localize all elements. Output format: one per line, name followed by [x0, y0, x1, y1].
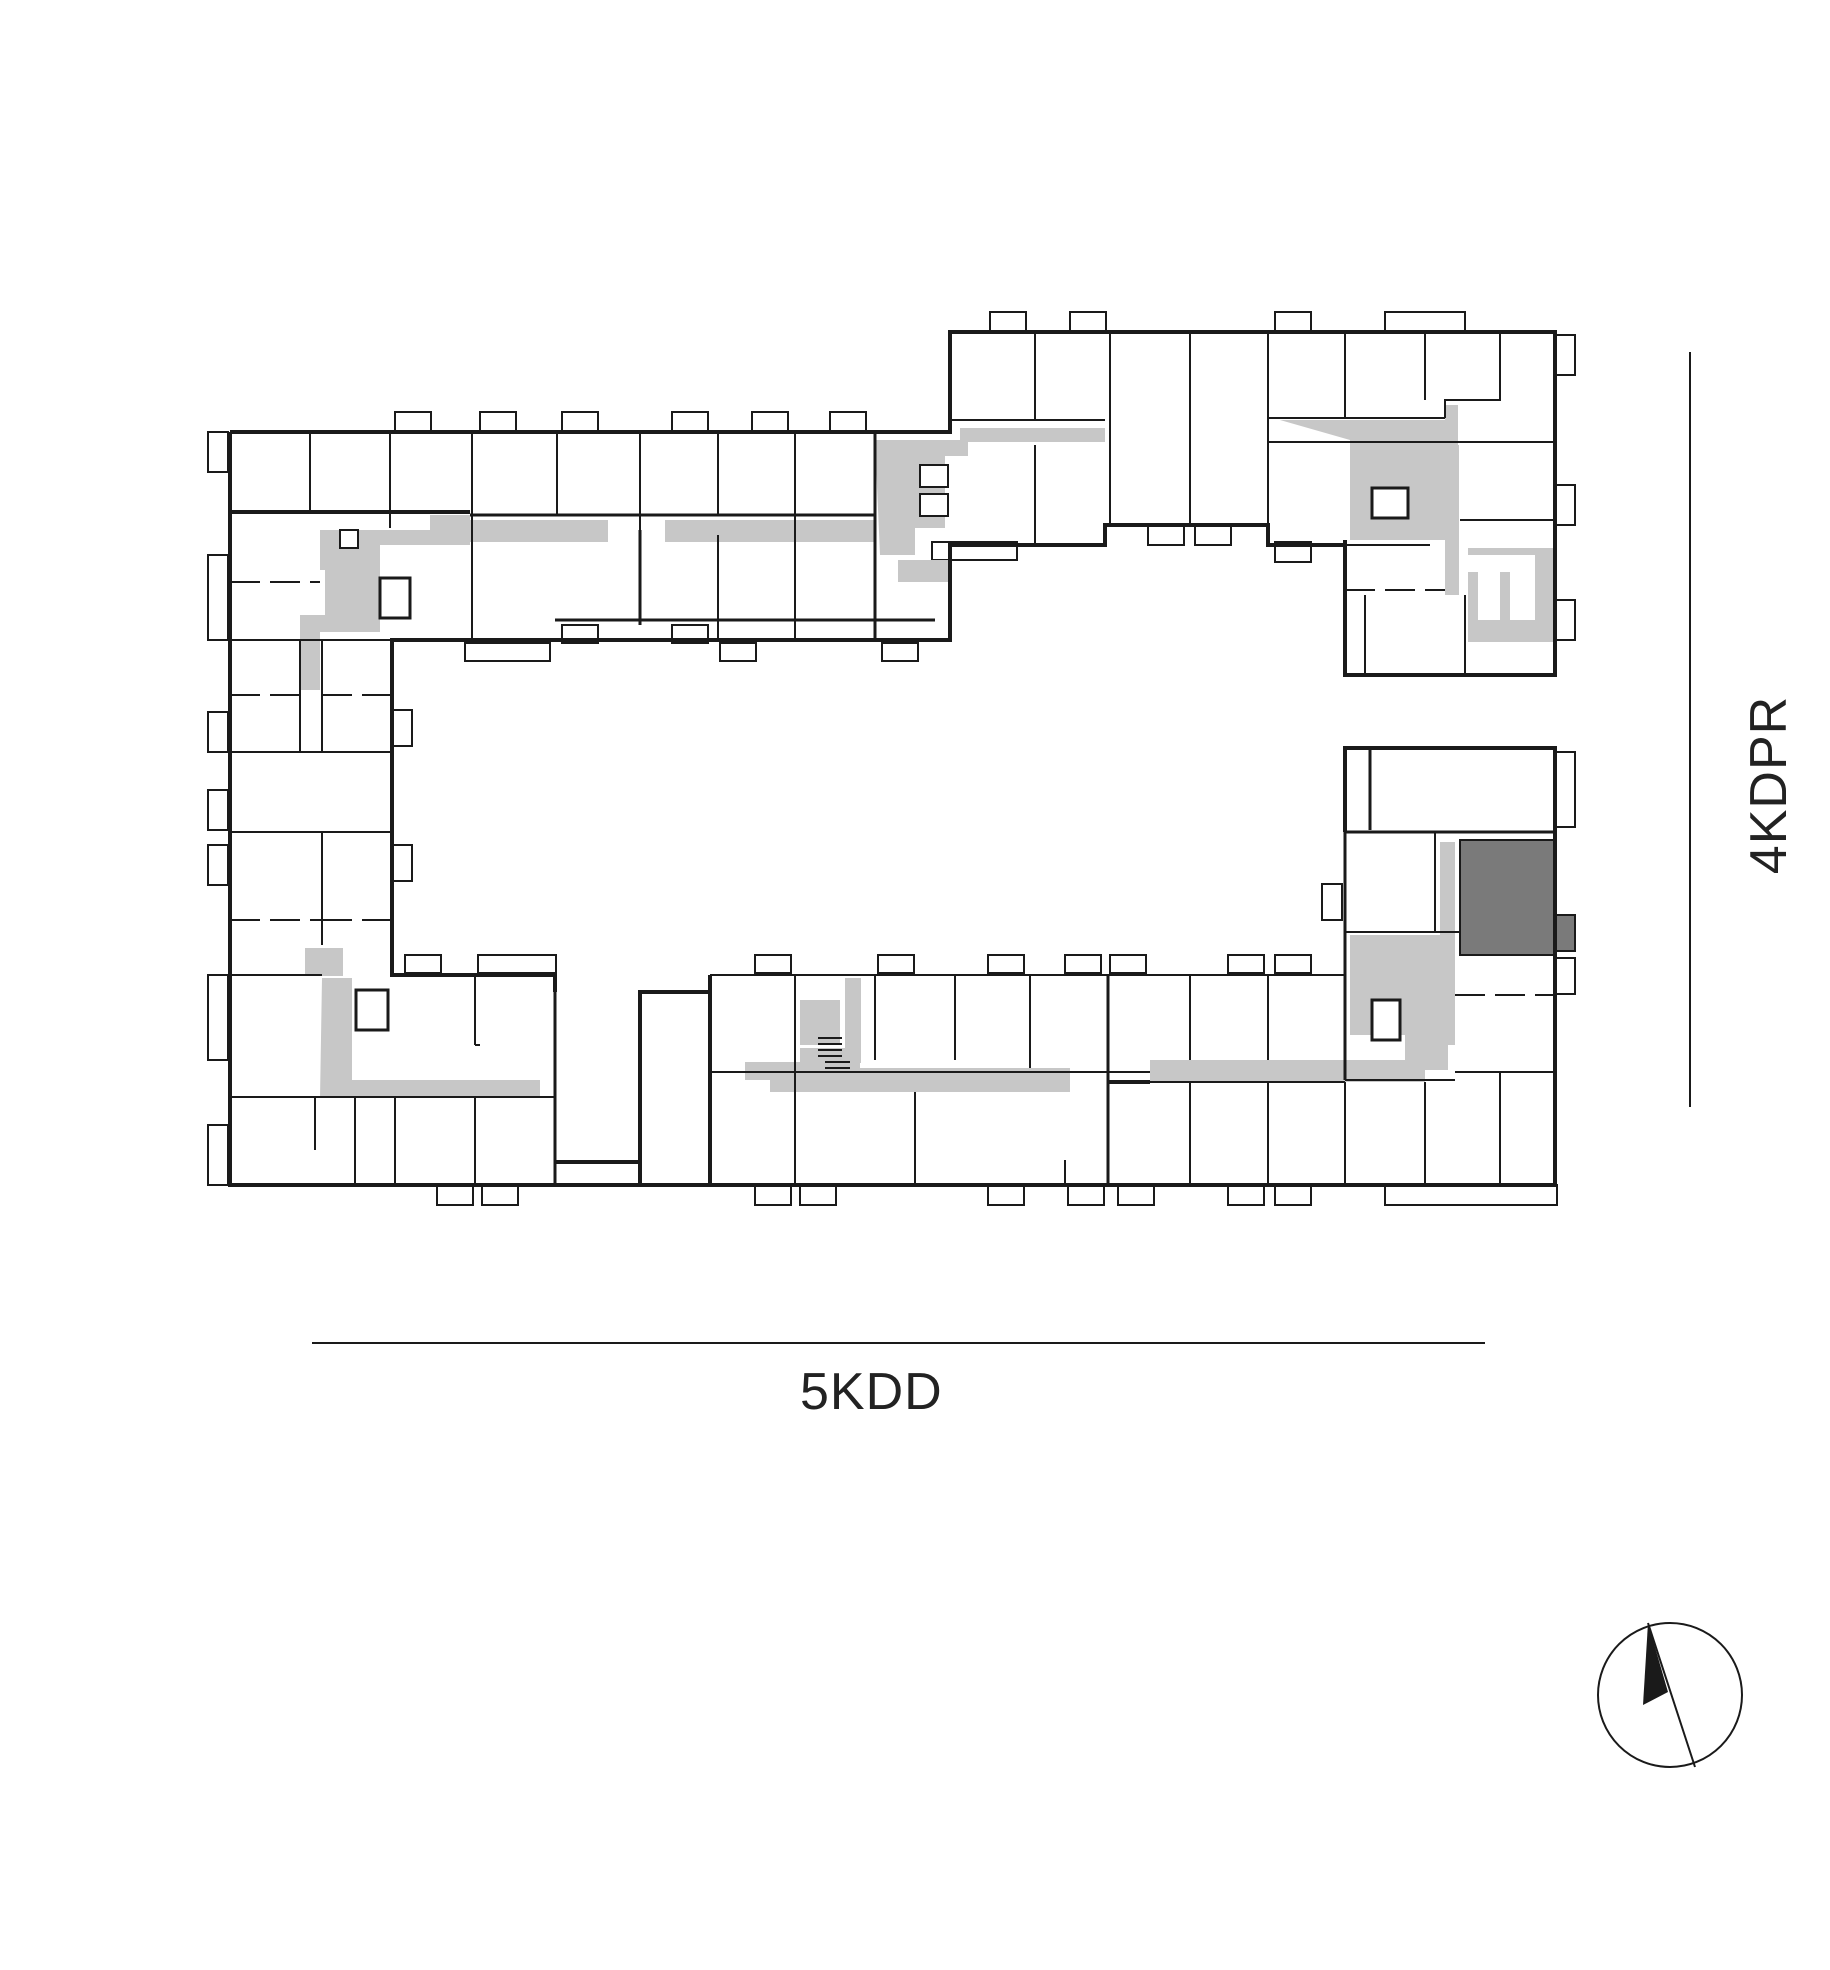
- balconies: [207, 311, 1576, 1206]
- highlighted-unit: [1459, 839, 1576, 956]
- stair-icon: [818, 1037, 850, 1069]
- east-street-label: 4KDPR: [1740, 695, 1799, 875]
- walls: [228, 330, 1557, 1187]
- north-arrow-icon: [1597, 1622, 1743, 1768]
- south-street-label: 5KDD: [800, 1363, 943, 1421]
- dimension-lines: [312, 352, 1691, 1344]
- corridors: [300, 405, 1555, 1098]
